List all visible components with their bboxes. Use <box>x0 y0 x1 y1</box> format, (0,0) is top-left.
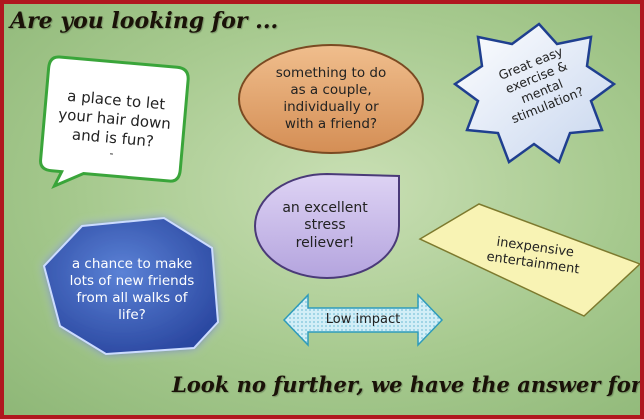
oval-text: something to do as a couple, individuall… <box>275 65 387 132</box>
star-shape <box>452 22 617 164</box>
footer-tagline: Look no further, we have the answer for … <box>172 372 642 397</box>
speech-bubble-shape <box>39 55 190 190</box>
teardrop-text: an excellent stress reliever! <box>282 199 368 251</box>
arrow-label: Low impact <box>325 311 401 327</box>
double-arrow-shape <box>282 293 444 347</box>
oval-shape <box>238 44 424 154</box>
heading: Are you looking for ... <box>10 8 279 34</box>
octagon-text: a chance to make lots of new friends fro… <box>69 256 195 323</box>
diamond-shape <box>418 203 640 317</box>
shape-layer <box>39 22 640 356</box>
octagon-shape <box>42 216 220 356</box>
teardrop-shape <box>254 172 400 279</box>
speech-bubble-text: a place to let your hair down and is fun… <box>57 86 172 161</box>
